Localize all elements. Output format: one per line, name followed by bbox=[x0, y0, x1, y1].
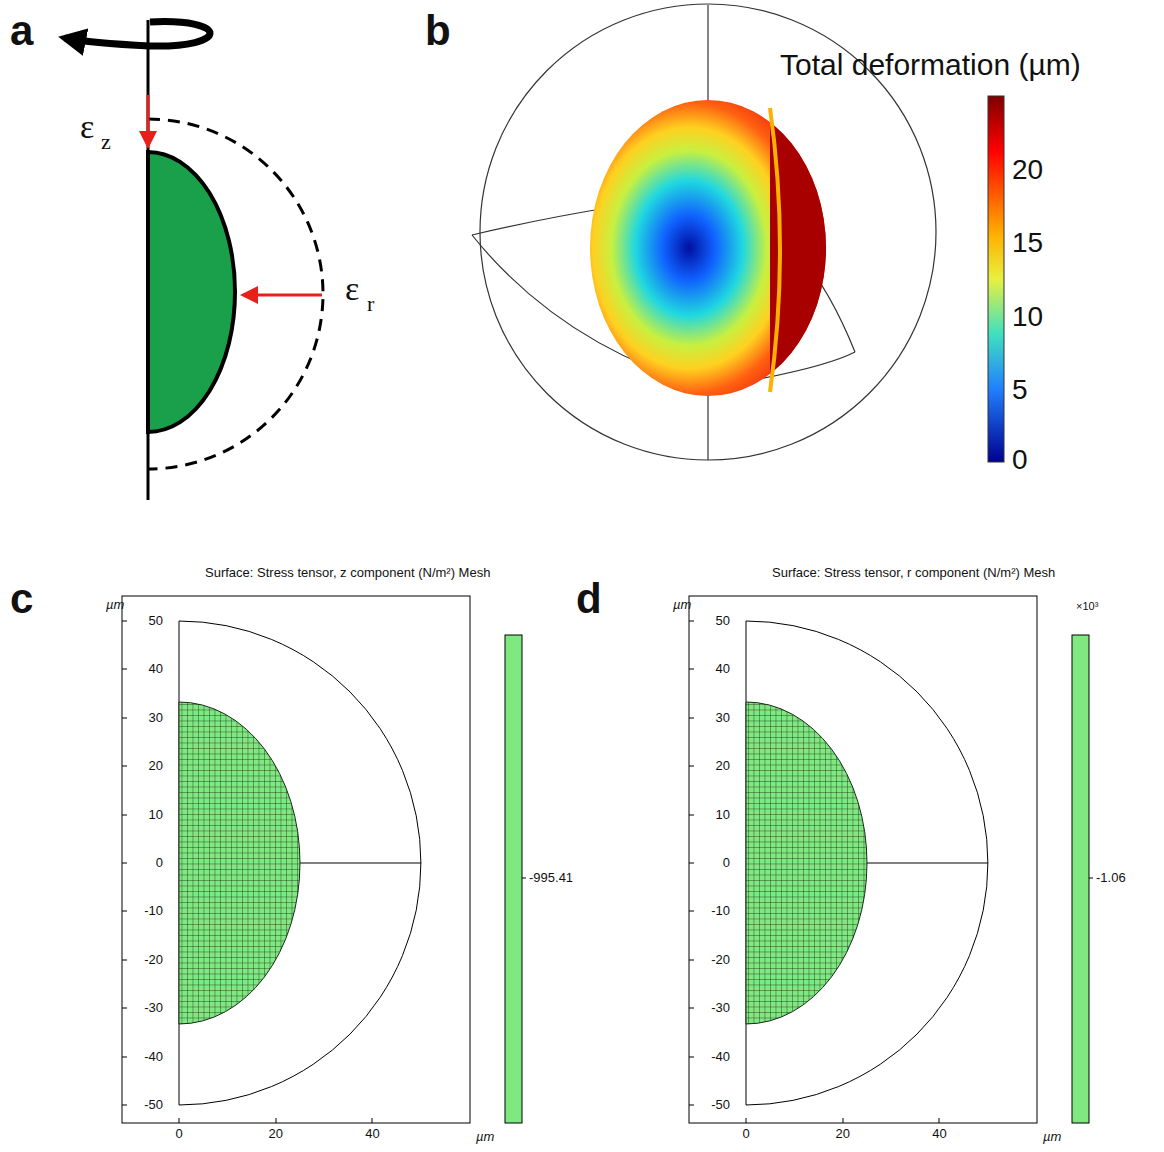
mesh-plot-r bbox=[689, 596, 1093, 1123]
tick-label: 50 bbox=[716, 614, 730, 628]
tick-label: 20 bbox=[149, 759, 163, 773]
tick-label: 40 bbox=[716, 662, 730, 676]
axisymmetric-sketch bbox=[65, 20, 323, 500]
tick-label: -20 bbox=[711, 953, 730, 967]
tick-label: -30 bbox=[711, 1001, 730, 1015]
strain-symbol: ε bbox=[345, 270, 359, 307]
colorbar-value: -1.06 bbox=[1096, 871, 1126, 885]
colorbar-value: -995.41 bbox=[529, 871, 573, 885]
tick-label: -50 bbox=[711, 1098, 730, 1112]
tick-label: -30 bbox=[144, 1001, 163, 1015]
panel-letter: c bbox=[10, 576, 33, 622]
tick-label: -10 bbox=[711, 904, 730, 918]
plot-title: Surface: Stress tensor, r component (N/m… bbox=[772, 566, 1055, 580]
tick-label: 20 bbox=[1012, 155, 1043, 186]
tick-label: 0 bbox=[156, 856, 163, 870]
axis-unit: µm bbox=[476, 1130, 494, 1144]
tick-label: 20 bbox=[836, 1127, 850, 1141]
tick-label: -50 bbox=[144, 1098, 163, 1112]
strain-subscript: r bbox=[367, 292, 374, 316]
tick-label: -10 bbox=[144, 904, 163, 918]
tick-label: 50 bbox=[149, 614, 163, 628]
plot-title: Surface: Stress tensor, z component (N/m… bbox=[205, 566, 490, 580]
strain-symbol: ε bbox=[80, 108, 94, 145]
tick-label: 10 bbox=[716, 807, 730, 821]
colorbar-title: Total deformation (µm) bbox=[780, 48, 1081, 81]
axis-unit: µm bbox=[673, 598, 691, 612]
tick-label: -40 bbox=[144, 1049, 163, 1063]
tick-label: 10 bbox=[1012, 302, 1043, 333]
tick-label: 20 bbox=[716, 759, 730, 773]
colorbar bbox=[988, 96, 1004, 462]
tick-label: 10 bbox=[149, 807, 163, 821]
tick-label: 0 bbox=[723, 856, 730, 870]
tick-label: 0 bbox=[1012, 445, 1028, 476]
panel-letter: a bbox=[10, 8, 33, 54]
tick-label: 40 bbox=[149, 662, 163, 676]
tick-label: -40 bbox=[711, 1049, 730, 1063]
mesh-plot-z bbox=[122, 596, 526, 1123]
tick-label: 30 bbox=[149, 711, 163, 725]
tick-label: 0 bbox=[175, 1127, 182, 1141]
panel-letter: d bbox=[576, 576, 602, 622]
axis-unit: µm bbox=[1043, 1130, 1061, 1144]
tick-label: 15 bbox=[1012, 228, 1043, 259]
tick-label: 30 bbox=[716, 711, 730, 725]
panel-letter: b bbox=[425, 8, 451, 54]
strain-subscript: z bbox=[101, 130, 111, 154]
axis-unit: µm bbox=[106, 598, 124, 612]
tick-label: 20 bbox=[269, 1127, 283, 1141]
tick-label: 40 bbox=[365, 1127, 379, 1141]
colorbar-exponent: ×10³ bbox=[1076, 600, 1098, 612]
tick-label: 40 bbox=[932, 1127, 946, 1141]
tick-label: -20 bbox=[144, 953, 163, 967]
tick-label: 5 bbox=[1012, 375, 1028, 406]
tick-label: 0 bbox=[742, 1127, 749, 1141]
